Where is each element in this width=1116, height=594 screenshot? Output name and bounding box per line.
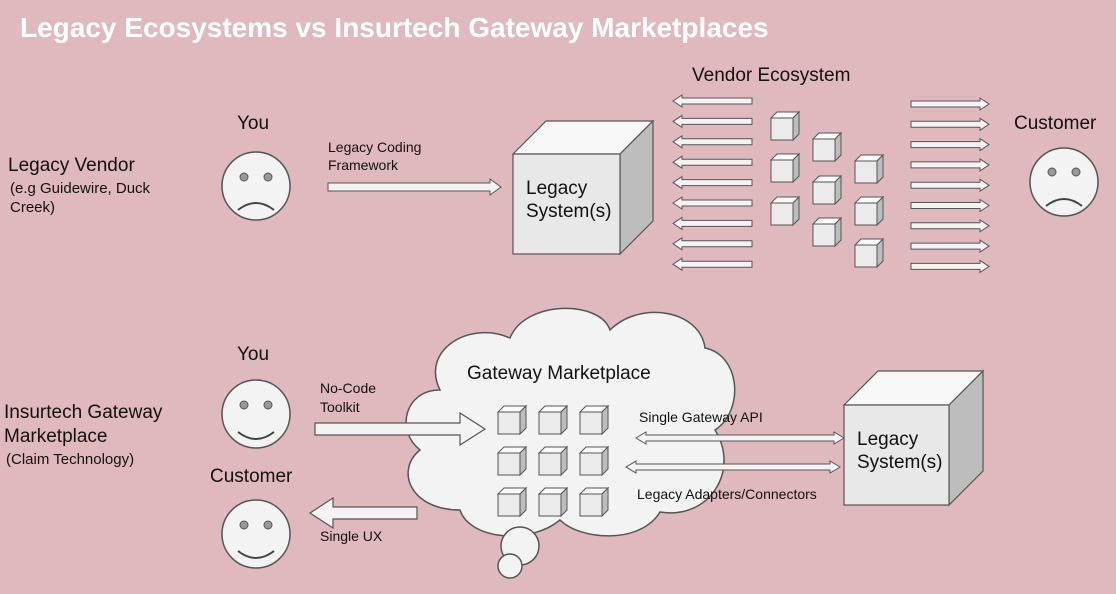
right-arrow xyxy=(910,117,990,132)
vendor-ecosystem-label: Vendor Ecosystem xyxy=(692,65,851,86)
framework-label-1: Legacy Coding xyxy=(328,139,422,155)
single-gateway-api-label: Single Gateway API xyxy=(639,409,763,425)
marketplace-cubes xyxy=(496,404,610,518)
legacy-system-label-top-1: Legacy xyxy=(526,178,588,199)
vendor-cube xyxy=(811,131,843,163)
marketplace-cube xyxy=(537,445,569,477)
toolkit-label-1: No-Code xyxy=(320,380,377,396)
gateway-row-label-1: Insurtech Gateway xyxy=(4,402,163,423)
legacy-system-label-bottom-2: System(s) xyxy=(857,452,943,473)
gateway-row-label-2: Marketplace xyxy=(4,426,108,447)
left-arrow xyxy=(672,257,753,272)
right-arrow xyxy=(910,239,990,254)
legacy-adapters-arrow xyxy=(625,460,841,474)
marketplace-cube xyxy=(496,404,528,436)
vendor-cube xyxy=(769,152,801,184)
marketplace-cube xyxy=(537,404,569,436)
left-arrow xyxy=(672,216,753,231)
left-arrow xyxy=(672,236,753,251)
legacy-vendor-sublabel-1: (e.g Guidewire, Duck xyxy=(10,180,151,197)
customer-label-top: Customer xyxy=(1014,113,1097,134)
marketplace-cube xyxy=(496,486,528,518)
left-arrow xyxy=(672,94,753,108)
vendor-cube xyxy=(769,195,801,227)
legacy-system-cube-bottom xyxy=(842,369,985,507)
legacy-vendor-label: Legacy Vendor xyxy=(8,155,135,176)
legacy-vendor-sublabel-2: Creek) xyxy=(10,199,56,216)
you-label-bottom: You xyxy=(237,344,270,365)
no-code-toolkit-arrow xyxy=(314,411,487,447)
legacy-system-label-bottom-1: Legacy xyxy=(857,429,919,450)
vendor-cube xyxy=(811,174,843,206)
toolkit-label-2: Toolkit xyxy=(320,399,360,415)
vendor-cube xyxy=(853,237,885,269)
customer-sad-face-icon xyxy=(1029,147,1099,217)
gateway-row-sublabel: (Claim Technology) xyxy=(6,451,135,468)
vendor-right-arrows xyxy=(910,97,990,274)
right-arrow xyxy=(910,97,990,111)
left-arrow xyxy=(672,134,753,149)
legacy-adapters-label: Legacy Adapters/Connectors xyxy=(637,486,817,502)
page-title: Legacy Ecosystems vs Insurtech Gateway M… xyxy=(20,12,769,43)
vendor-cube xyxy=(811,216,843,248)
framework-label-2: Framework xyxy=(328,157,399,173)
left-arrow xyxy=(672,114,753,129)
legacy-system-cube-top xyxy=(511,119,655,256)
left-arrow xyxy=(672,196,753,210)
vendor-ecosystem-cubes xyxy=(769,110,885,269)
right-arrow xyxy=(910,137,990,152)
customer-label-bottom: Customer xyxy=(210,466,293,487)
single-ux-label: Single UX xyxy=(320,528,383,544)
left-arrow xyxy=(672,175,753,190)
right-arrow xyxy=(910,178,990,193)
marketplace-cube xyxy=(578,404,610,436)
vendor-cube xyxy=(769,110,801,142)
vendor-left-arrows xyxy=(672,94,753,272)
vendor-cube xyxy=(853,153,885,185)
marketplace-cube xyxy=(578,486,610,518)
customer-happy-face-icon xyxy=(221,499,291,569)
vendor-cube xyxy=(853,195,885,227)
marketplace-cube xyxy=(496,445,528,477)
you-label-top: You xyxy=(237,113,270,134)
marketplace-cube xyxy=(578,445,610,477)
single-ux-arrow xyxy=(308,496,418,530)
right-arrow xyxy=(910,218,990,233)
right-arrow xyxy=(910,198,990,213)
gateway-marketplace-cloud xyxy=(405,307,736,579)
legacy-system-label-top-2: System(s) xyxy=(526,201,612,222)
left-arrow xyxy=(672,155,753,170)
you-sad-face-icon xyxy=(221,151,291,221)
marketplace-cube xyxy=(537,486,569,518)
you-happy-face-icon xyxy=(221,379,291,449)
gateway-marketplace-label: Gateway Marketplace xyxy=(467,363,651,384)
right-arrow xyxy=(910,259,990,274)
right-arrow xyxy=(910,157,990,172)
legacy-framework-arrow xyxy=(327,178,502,196)
